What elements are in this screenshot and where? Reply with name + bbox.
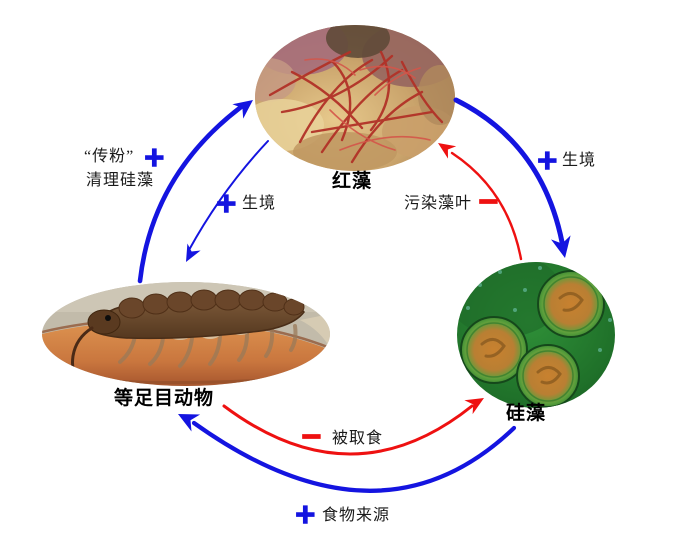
node-label-red-algae: 红藻 [332,171,373,192]
arrow-isopod-to-red-algae [137,100,253,284]
arrow-diatom-to-red-algae [438,143,523,261]
arrow-isopod-to-diatom [222,398,484,456]
isopod-photo [42,282,330,386]
plus-icon: + [293,499,317,530]
node-label-isopod: 等足目动物 [114,388,215,409]
edge-label-clean-diatoms: 清理硅藻 [86,172,155,189]
edge-label-grazed: 被取食 [332,430,384,447]
arrow-diatom-to-isopod [178,414,517,493]
plus-icon: + [214,188,238,219]
arrow-red-algae-to-diatom [453,97,571,258]
red-algae-photo [255,25,455,171]
arrow-red-algae-to-isopod [186,140,269,262]
edge-label-habitat-right: 生境 [562,152,597,169]
plus-icon: + [142,142,166,173]
minus-icon: − [299,421,323,452]
edge-label-pollination: “传粉” [84,148,135,165]
plus-icon: + [535,145,559,176]
node-label-diatom: 硅藻 [506,403,547,424]
minus-icon: − [476,186,500,217]
edge-label-pollute-fronds: 污染藻叶 [404,195,473,212]
edge-label-food-source: 食物来源 [322,507,391,524]
diatom-photo [457,262,615,408]
edge-label-habitat-left: 生境 [242,195,277,212]
